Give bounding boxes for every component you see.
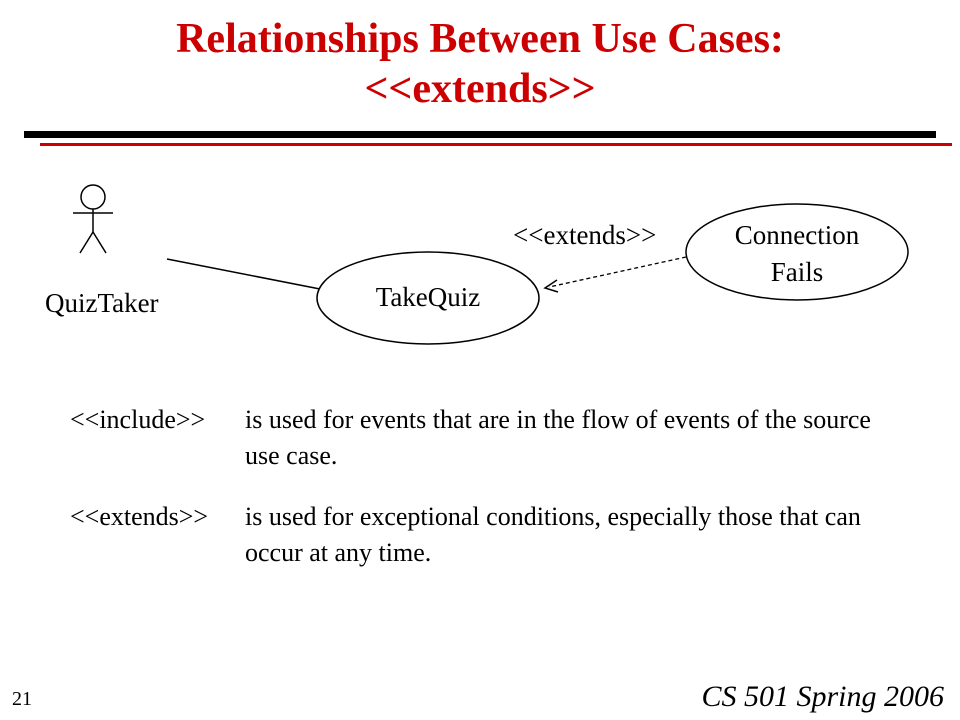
- actor-head: [80, 184, 106, 210]
- association-line: [166, 258, 321, 290]
- definition-text-include: is used for events that are in the flow …: [245, 405, 871, 470]
- actor-left-leg: [79, 231, 94, 254]
- use-case-take-quiz-label: TakeQuiz: [376, 282, 481, 312]
- use-case-take-quiz: [316, 251, 540, 345]
- definition-extends: <<extends>> is used for exceptional cond…: [70, 499, 890, 579]
- use-case-connection-fails-label-1: Connection: [735, 220, 860, 250]
- title-rule-black: [24, 131, 936, 138]
- slide-title: Relationships Between Use Cases: <<exten…: [0, 14, 960, 114]
- actor-right-leg: [92, 231, 107, 254]
- extends-dependency-line: [548, 256, 687, 288]
- actor-label: QuizTaker: [45, 288, 159, 318]
- definition-include: <<include>> is used for events that are …: [70, 402, 890, 482]
- use-case-connection-fails: [685, 203, 909, 301]
- use-case-connection-fails-label-2: Fails: [771, 257, 824, 287]
- use-case-diagram: QuizTaker TakeQuiz Connection Fails <<ex…: [45, 184, 909, 345]
- definition-term-include: <<include>>: [70, 405, 206, 434]
- title-line-2: <<extends>>: [364, 66, 596, 112]
- slide-number: 21: [12, 688, 32, 710]
- extends-arrowhead: [543, 279, 559, 293]
- definition-term-extends: <<extends>>: [70, 502, 209, 531]
- extends-relation-label: <<extends>>: [513, 220, 656, 250]
- actor-icon: [73, 184, 113, 254]
- definition-text-extends: is used for exceptional conditions, espe…: [245, 502, 861, 567]
- course-footer: CS 501 Spring 2006: [701, 680, 944, 713]
- title-line-1: Relationships Between Use Cases:: [176, 16, 784, 62]
- title-rule-red: [40, 143, 952, 146]
